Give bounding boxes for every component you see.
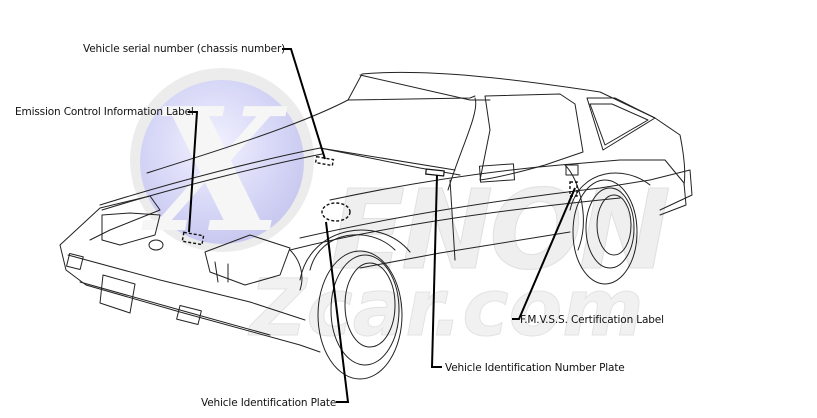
callout-vehicle-identification-plate: Vehicle Identification Plate: [201, 397, 337, 409]
callout-emission-control-label: Emission Control Information Label: [15, 106, 194, 118]
label-location-markers: [181, 155, 578, 246]
svg-text:Zcar.com: Zcar.com: [247, 264, 644, 354]
leader-lines: [188, 48, 576, 403]
callout-vin-plate: Vehicle Identification Number Plate: [445, 362, 625, 374]
watermark-x-letter: X: [141, 71, 288, 271]
chassis-number-marker: [314, 155, 335, 167]
leader-vid-plate: [325, 221, 350, 403]
car-outline: [59, 71, 693, 380]
leader-vin-plate: [430, 174, 442, 368]
leader-fmvss: [512, 187, 576, 320]
leader-chassis: [282, 48, 326, 160]
vehicle-id-plate-marker: [321, 202, 351, 222]
callout-fmvss-certification-label: F.M.V.S.S. Certification Label: [520, 314, 664, 326]
callout-chassis-number: Vehicle serial number (chassis number): [83, 43, 286, 55]
emission-label-marker: [181, 231, 205, 246]
leader-emission: [188, 111, 199, 233]
fmvss-label-marker: [569, 181, 578, 197]
vin-plate-marker: [425, 168, 445, 177]
